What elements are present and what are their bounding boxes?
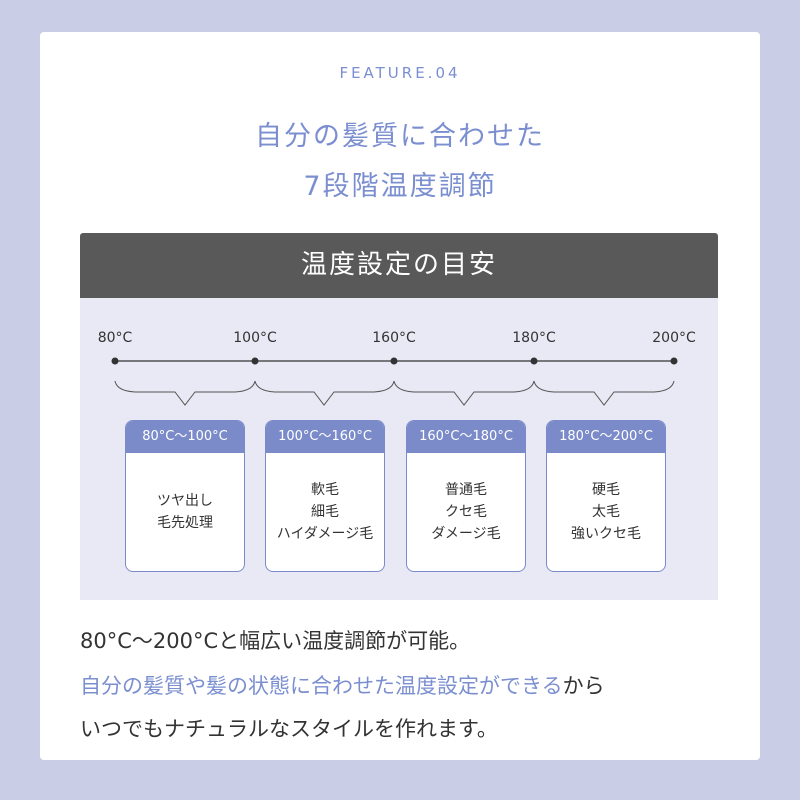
tick-label: 100°C	[233, 330, 277, 346]
feature-title: 自分の髪質に合わせた 7段階温度調節	[0, 112, 800, 212]
section-header: 温度設定の目安	[80, 233, 718, 298]
range-label: 100°C〜160°C	[266, 421, 384, 453]
brace	[533, 380, 675, 406]
hair-type: 普通毛	[445, 482, 487, 498]
brace	[114, 380, 256, 406]
description-line: 自分の髪質や髪の状態に合わせた温度設定ができるから	[80, 670, 605, 700]
timeline-point	[530, 357, 538, 365]
feature-label: FEATURE.04	[339, 64, 461, 82]
hair-type: 硬毛	[592, 482, 620, 498]
timeline-point	[251, 357, 259, 365]
timeline-point	[670, 357, 678, 365]
range-box: 100°C〜160°C 軟毛細毛ハイダメージ毛	[265, 420, 385, 572]
tick-label: 160°C	[372, 330, 416, 346]
timeline-point	[111, 357, 119, 365]
brace	[254, 380, 395, 406]
range-label: 80°C〜100°C	[126, 421, 244, 453]
title-line: 7段階温度調節	[303, 171, 497, 202]
range-label: 180°C〜200°C	[547, 421, 665, 453]
title-line: 自分の髪質に合わせた	[255, 121, 545, 152]
tick-label: 180°C	[512, 330, 556, 346]
timeline-point	[390, 357, 398, 365]
tick-label: 200°C	[652, 330, 696, 346]
range-box: 160°C〜180°C 普通毛クセ毛ダメージ毛	[406, 420, 526, 572]
hair-type: 細毛	[311, 504, 339, 520]
hair-type: クセ毛	[445, 504, 487, 520]
range-box: 180°C〜200°C 硬毛太毛強いクセ毛	[546, 420, 666, 572]
description-line: 80°C〜200°Cと幅広い温度調節が可能。	[80, 629, 471, 653]
hair-type: ハイダメージ毛	[276, 526, 374, 542]
hair-type: 毛先処理	[157, 515, 213, 531]
range-box: 80°C〜100°C ツヤ出し毛先処理	[125, 420, 245, 572]
brace	[393, 380, 535, 406]
tick-label: 80°C	[97, 330, 133, 346]
hair-type: 強いクセ毛	[571, 526, 641, 542]
range-label: 160°C〜180°C	[407, 421, 525, 453]
description-line: いつでもナチュラルなスタイルを作れます。	[80, 717, 498, 741]
hair-type: ツヤ出し	[157, 493, 213, 509]
description-text: から	[562, 674, 605, 698]
hair-type: 太毛	[592, 504, 620, 520]
description-highlight: 自分の髪質や髪の状態に合わせた温度設定ができる	[80, 674, 563, 698]
hair-type: 軟毛	[311, 482, 339, 498]
hair-type: ダメージ毛	[431, 526, 501, 542]
